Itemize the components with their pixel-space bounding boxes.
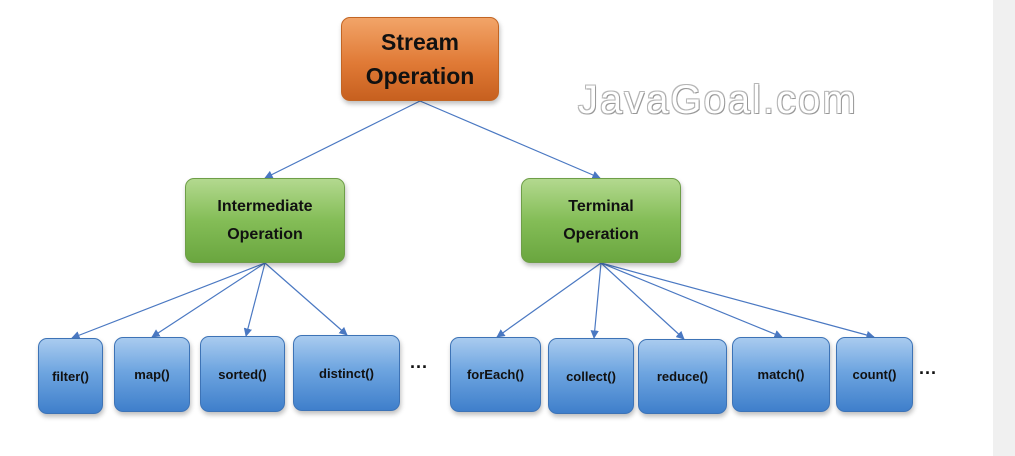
collect-op-label: collect() [566, 368, 616, 384]
edge-intermediate-sorted [243, 262, 266, 337]
terminal-line-2: Operation [563, 225, 639, 243]
intermediate-line-1: Intermediate [217, 197, 313, 215]
more-terminal-ellipsis: ... [919, 358, 938, 378]
distinct-op-node: distinct() [293, 335, 400, 411]
right-margin-strip [993, 0, 1015, 456]
collect-op-node: collect() [548, 338, 634, 414]
stream-operation-node: Stream Operation [341, 17, 499, 101]
edge-terminal-collect [590, 262, 602, 339]
intermediate-line-2: Operation [227, 225, 303, 243]
root-line-1: Stream [381, 29, 459, 55]
intermediate-operation-node: Intermediate Operation [185, 178, 345, 263]
root-line-2: Operation [365, 63, 475, 89]
edge-intermediate-distinct [264, 262, 348, 336]
sorted-op-node: sorted() [200, 336, 285, 412]
edge-intermediate-filter [71, 262, 266, 340]
count-op-node: count() [836, 337, 913, 412]
reduce-op-label: reduce() [656, 369, 709, 384]
match-op-label: match() [757, 367, 805, 382]
count-op-label: count() [852, 367, 897, 382]
filter-op-node: filter() [38, 338, 103, 414]
terminal-operation-node: Terminal Operation [521, 178, 681, 263]
watermark-text: JavaGoal.com [578, 78, 858, 122]
more-intermediate-ellipsis: ... [410, 352, 429, 372]
match-op-node: match() [732, 337, 830, 412]
map-op-node: map() [114, 337, 190, 412]
sorted-op-label: sorted() [218, 366, 267, 382]
edge-terminal-foreach [496, 262, 602, 338]
foreach-op-label: forEach() [466, 367, 525, 382]
filter-op-label: filter() [52, 368, 89, 384]
edge-terminal-match [600, 262, 783, 339]
foreach-op-node: forEach() [450, 337, 541, 412]
edge-terminal-reduce [600, 262, 685, 340]
edge-root-intermediate [264, 100, 421, 179]
edge-root-terminal [419, 100, 601, 179]
terminal-line-1: Terminal [568, 197, 634, 215]
distinct-op-label: distinct() [319, 365, 374, 381]
reduce-op-node: reduce() [638, 339, 727, 414]
edge-intermediate-map [151, 262, 266, 338]
map-op-label: map() [134, 367, 170, 382]
edge-terminal-count [600, 262, 875, 340]
